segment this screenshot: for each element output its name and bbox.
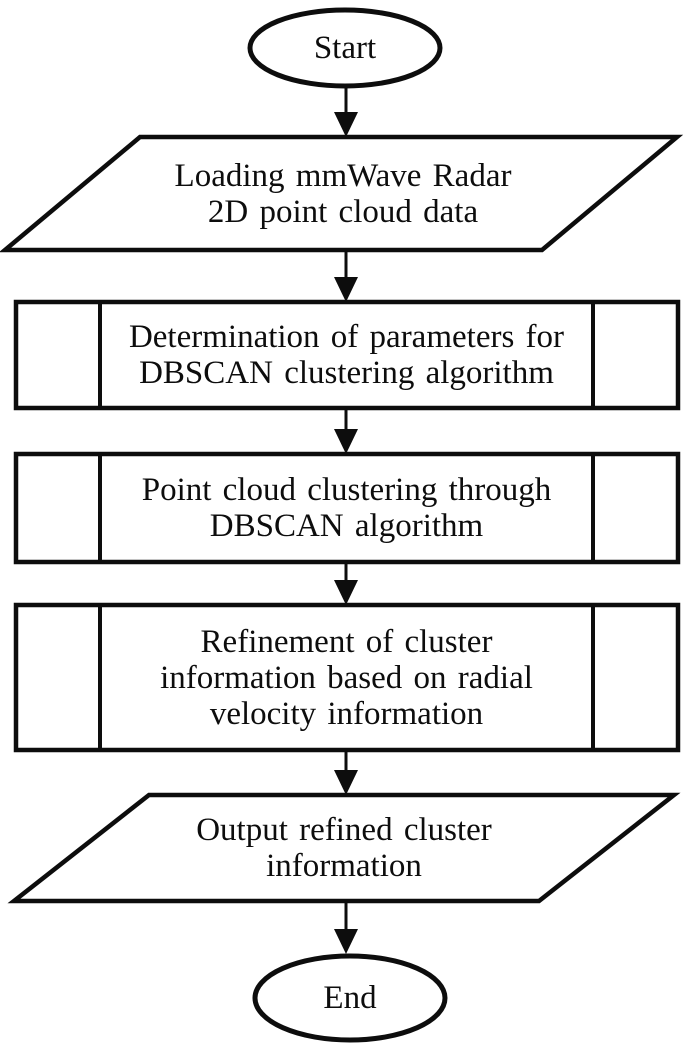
process-box [13, 602, 681, 753]
flow-arrow-output-to-end [334, 901, 358, 954]
flow-arrow-params-to-clustering [334, 408, 358, 454]
start-terminator-shape [247, 7, 443, 89]
load-data-io-shape [0, 134, 684, 253]
arrowhead-icon [334, 929, 358, 954]
flow-arrow-clustering-to-refine [334, 562, 358, 605]
process-box [13, 299, 681, 411]
flow-arrow-start-to-load [334, 86, 358, 137]
arrowhead-icon [334, 277, 358, 302]
arrowhead-icon [334, 580, 358, 605]
arrowhead-icon [334, 112, 358, 137]
arrowhead-icon [334, 770, 358, 795]
output-io-shape [7, 792, 681, 904]
process-box [13, 451, 681, 565]
refine-clusters-process-shape [13, 602, 681, 753]
arrowhead-icon [334, 429, 358, 454]
determine-parameters-process-shape [13, 299, 681, 411]
flow-arrow-load-to-params [334, 249, 358, 302]
end-terminator-shape [252, 953, 448, 1043]
dbscan-clustering-process-shape [13, 451, 681, 565]
flow-arrow-refine-to-output [334, 750, 358, 795]
